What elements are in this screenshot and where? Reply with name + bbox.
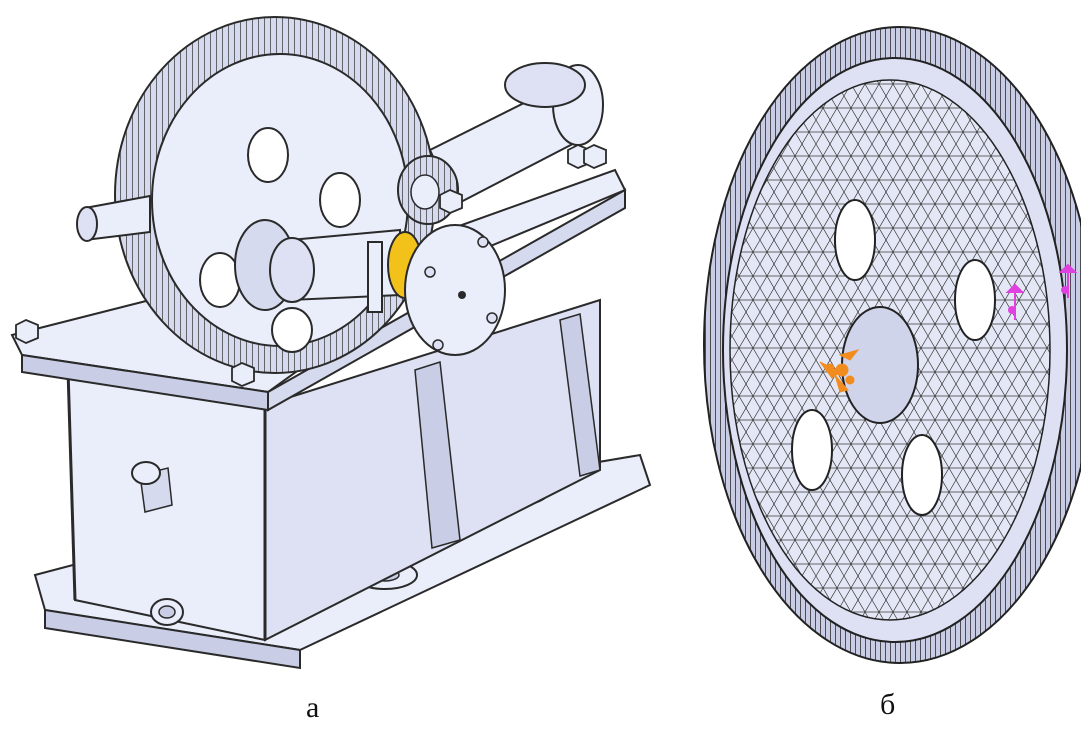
lightening-hole [834,199,876,281]
bolt-head [439,189,463,214]
bolt-head [583,144,607,169]
gear-mesh [703,26,1081,664]
lightening-hole [954,259,996,341]
bearing-clamp [367,241,383,313]
gearbox-drawing [10,16,652,670]
caption-b: б [880,688,896,721]
gearbox-assembly-view [10,16,652,670]
lightening-hole [791,409,833,491]
gear-mesh-model-view [690,0,1081,680]
base-plate-front [44,608,301,670]
gear-mesh-drawing [703,26,1081,664]
bolt-head [15,319,39,344]
input-flange [504,62,586,108]
caption-a: а [306,691,320,724]
input-shaft-housing [428,62,604,207]
housing-rib [559,313,601,477]
lightening-hole [901,434,943,516]
large-bevel-gear [114,16,436,374]
force-load-icon [1005,263,1078,320]
fixture-constraint-icon [819,349,860,393]
hub-bore [841,306,919,424]
bearing-cover [404,224,506,356]
housing-rib [414,361,461,549]
drain-plug [150,598,184,626]
oil-level-plug [131,461,173,513]
housing-bolts [15,144,607,387]
bolt-head [231,362,255,387]
